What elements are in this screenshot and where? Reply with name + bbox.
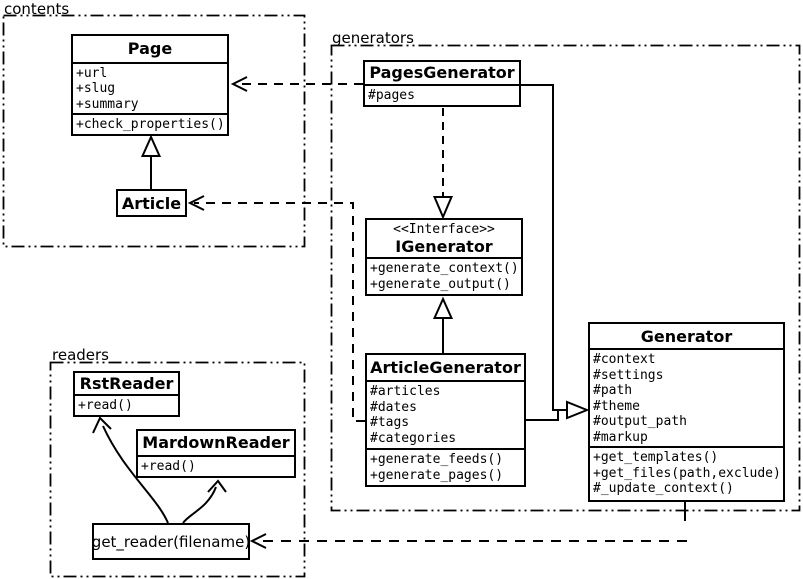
method: +get_templates() bbox=[593, 450, 719, 465]
package-label-generators: generators bbox=[332, 29, 414, 47]
attribute: #markup bbox=[593, 429, 648, 445]
class-articlegenerator: ArticleGenerator #articles #dates #tags … bbox=[365, 353, 526, 487]
open-arrowhead-icon bbox=[249, 533, 267, 549]
methods-compartment: +read() bbox=[138, 454, 294, 477]
attribute: #settings bbox=[593, 367, 664, 383]
attribute: +url bbox=[76, 65, 108, 81]
function-get-reader: get_reader(filename) bbox=[92, 523, 250, 560]
attribute: #articles bbox=[370, 384, 441, 399]
class-title: ArticleGenerator bbox=[370, 358, 521, 377]
open-arrowhead-icon bbox=[92, 416, 112, 434]
method: +read() bbox=[78, 397, 133, 413]
class-title: <<Interface>> IGenerator bbox=[367, 220, 521, 257]
class-mardownreader: MardownReader +read() bbox=[136, 429, 296, 478]
attributes-compartment: #articles #dates #tags #categories bbox=[367, 380, 524, 448]
hollow-triangle-icon bbox=[432, 296, 454, 319]
methods-compartment: +get_templates() +get_files(path,exclude… bbox=[590, 446, 783, 500]
class-title: RstReader bbox=[79, 373, 174, 393]
methods-compartment: +generate_feeds() +generate_pages() bbox=[367, 448, 524, 485]
method: +read() bbox=[141, 458, 196, 474]
method: +generate_pages() bbox=[370, 467, 504, 483]
class-title: PagesGenerator bbox=[369, 63, 515, 83]
method: +generate_output() bbox=[370, 276, 511, 292]
class-title: Generator bbox=[640, 326, 733, 346]
class-pagesgenerator: PagesGenerator #pages bbox=[363, 60, 521, 107]
package-border-readers bbox=[49, 361, 306, 578]
arrow-getreader-to-mardownreader bbox=[182, 479, 227, 524]
open-arrowhead-icon bbox=[230, 76, 248, 92]
package-label-readers: readers bbox=[52, 346, 109, 364]
class-title-text: IGenerator bbox=[395, 236, 493, 256]
class-title: Page bbox=[127, 39, 173, 59]
attribute: #output_path bbox=[593, 414, 687, 429]
attribute: #context bbox=[593, 352, 656, 367]
attribute: #dates bbox=[370, 399, 417, 415]
class-title: Article bbox=[121, 193, 182, 213]
methods-compartment: +generate_context() +generate_output() bbox=[367, 257, 521, 294]
method: +generate_feeds() bbox=[370, 452, 504, 467]
class-title: MardownReader bbox=[142, 433, 290, 453]
package-border-contents bbox=[2, 14, 306, 248]
attribute: +slug bbox=[76, 81, 116, 96]
hollow-triangle-icon bbox=[566, 400, 590, 420]
open-arrowhead-icon bbox=[187, 195, 205, 211]
attributes-compartment: +url +slug +summary bbox=[73, 61, 227, 113]
realization-pagesgenerator-to-igenerator bbox=[432, 108, 454, 220]
hollow-triangle-icon bbox=[432, 196, 454, 220]
hollow-triangle-icon bbox=[140, 134, 162, 157]
attribute: #theme bbox=[593, 398, 640, 414]
attribute: #path bbox=[593, 383, 633, 398]
attributes-compartment: #context #settings #path #theme #output_… bbox=[590, 348, 783, 446]
dependency-articlegenerator-to-article bbox=[187, 195, 365, 422]
attribute: #pages bbox=[368, 87, 415, 103]
attribute: #categories bbox=[370, 430, 457, 446]
class-igenerator: <<Interface>> IGenerator +generate_conte… bbox=[365, 218, 523, 296]
arrow-getreader-to-rstreader bbox=[92, 416, 169, 524]
method: +generate_context() bbox=[370, 261, 519, 276]
attributes-compartment: #pages bbox=[365, 83, 519, 106]
package-label-contents: contents bbox=[4, 0, 70, 18]
generalization-article-to-page bbox=[140, 134, 162, 189]
generalization-articlegenerator-to-igenerator bbox=[432, 296, 454, 353]
method: #_update_context() bbox=[593, 481, 734, 496]
class-page: Page +url +slug +summary +check_properti… bbox=[71, 34, 229, 136]
class-generator: Generator #context #settings #path #them… bbox=[588, 322, 785, 502]
open-arrowhead-icon bbox=[207, 479, 227, 493]
methods-compartment: +read() bbox=[75, 393, 178, 416]
generalization-to-generator bbox=[520, 84, 590, 421]
dependency-pagesgenerator-to-page bbox=[230, 76, 363, 92]
method: +check_properties() bbox=[76, 116, 225, 132]
attribute: +summary bbox=[76, 96, 139, 112]
methods-compartment: +check_properties() bbox=[73, 112, 227, 135]
package-border-generators bbox=[330, 44, 801, 512]
class-article: Article bbox=[116, 189, 187, 217]
method: +get_files(path,exclude) bbox=[593, 465, 781, 481]
stereotype-label: <<Interface>> bbox=[393, 221, 495, 237]
dependency-generator-to-getreader bbox=[249, 502, 687, 549]
class-rstreader: RstReader +read() bbox=[73, 371, 180, 417]
attribute: #tags bbox=[370, 415, 410, 430]
